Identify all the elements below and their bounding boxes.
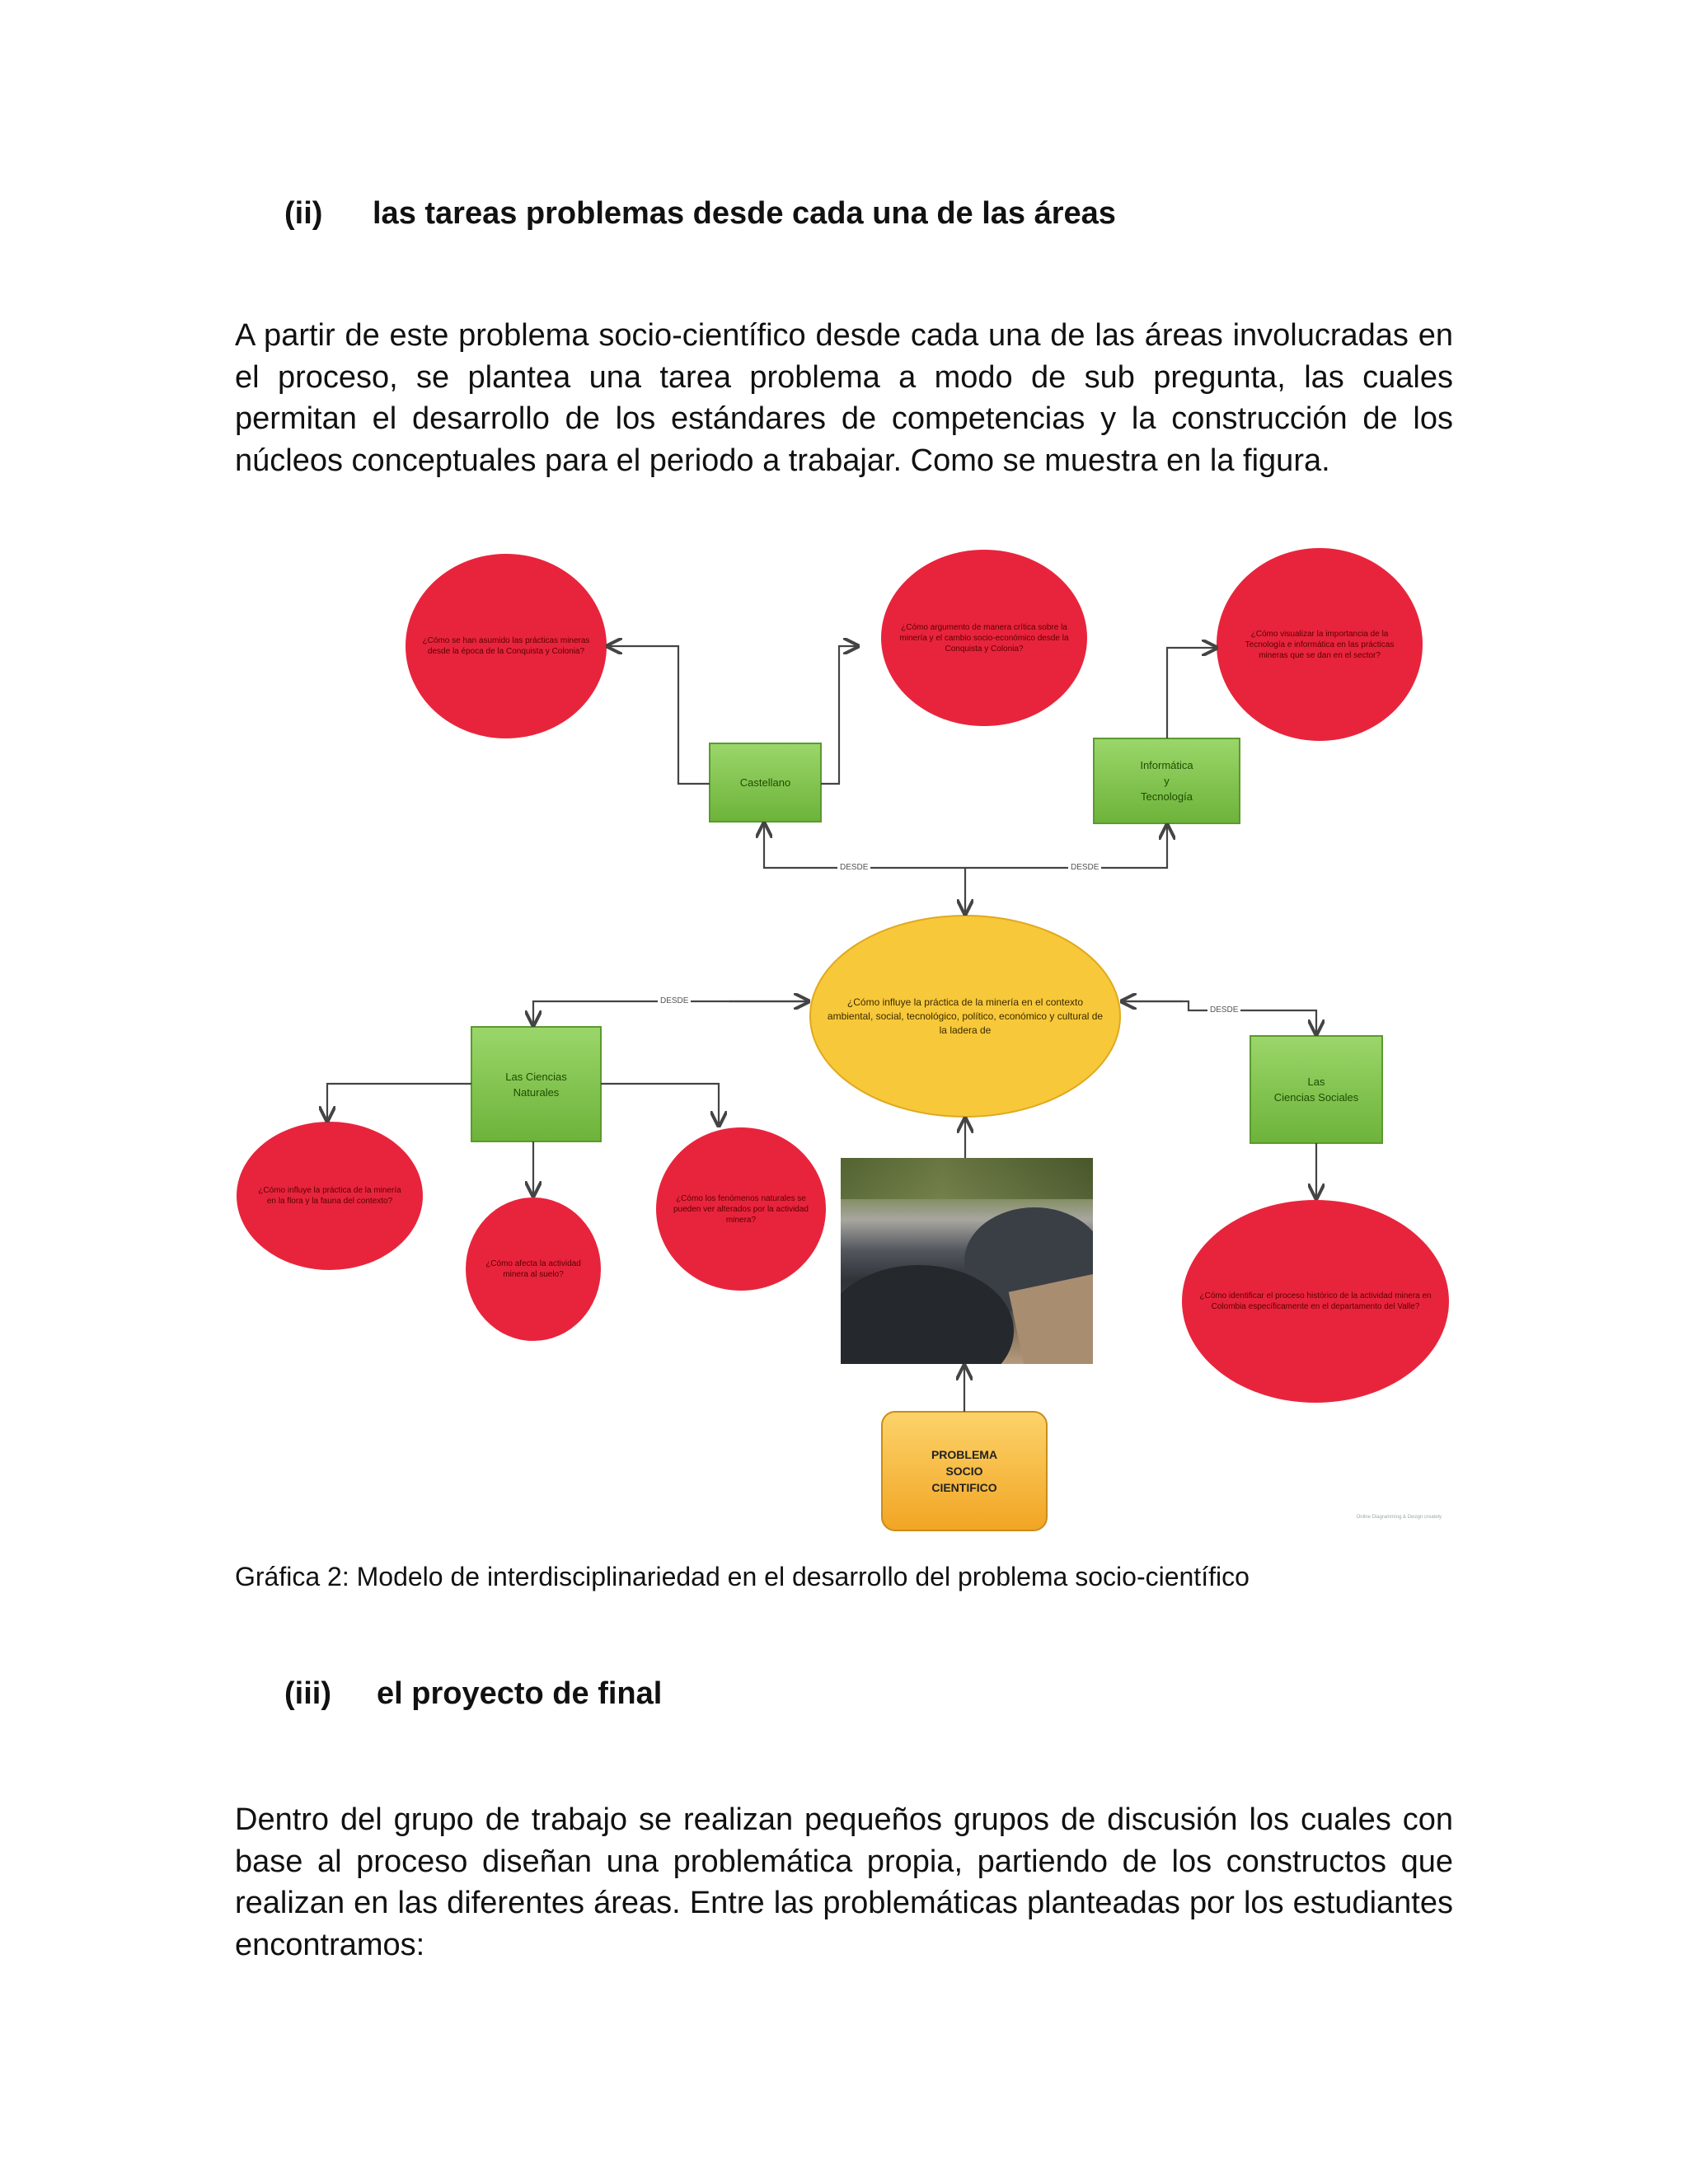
question-text-naturales-3: ¿Cómo los fenómenos naturales se pueden …	[656, 1160, 826, 1258]
connector-label-desde-1: DESDE	[837, 863, 870, 873]
question-text-sociales-1: ¿Cómo identificar el proceso histórico d…	[1182, 1244, 1449, 1358]
figure-caption: Gráfica 2: Modelo de interdisciplinaried…	[235, 1560, 1250, 1593]
concept-map-figure: ¿Cómo se han asumido las prácticas miner…	[235, 544, 1453, 1541]
area-label-naturales: Las Ciencias Naturales	[471, 1027, 601, 1141]
connector-label-desde-2: DESDE	[1068, 863, 1101, 873]
section-ii-title: las tareas problemas desde cada una de l…	[373, 195, 1116, 232]
problem-box-label: PROBLEMA SOCIO CIENTIFICO	[882, 1412, 1047, 1530]
question-text-castellano-2: ¿Cómo argumento de manera crítica sobre …	[881, 577, 1087, 699]
area-label-sociales: Las Ciencias Sociales	[1250, 1036, 1382, 1143]
arrow-naturales-q1	[327, 1084, 471, 1121]
connector-label-desde-3: DESDE	[658, 996, 691, 1006]
arrow-to-castellano	[764, 823, 965, 868]
arrow-to-informatica	[965, 825, 1167, 868]
section-iii-number: (iii)	[284, 1675, 331, 1712]
section-iii-heading: (iii) el proyecto de final	[284, 1675, 1273, 1712]
connector-label-desde-4: DESDE	[1207, 1005, 1240, 1015]
question-text-castellano-1: ¿Cómo se han asumido las prácticas miner…	[406, 585, 607, 707]
question-text-naturales-2: ¿Cómo afecta la actividad minera al suel…	[466, 1220, 601, 1319]
arrow-castellano-q1	[607, 646, 710, 784]
section-ii-number: (ii)	[284, 195, 322, 232]
central-question-text: ¿Cómo influye la práctica de la minería …	[810, 958, 1120, 1074]
section-iii-title: el proyecto de final	[377, 1675, 662, 1712]
paragraph-intro: A partir de este problema socio-científi…	[235, 315, 1453, 481]
creately-watermark: Online Diagramming & Design creately	[1357, 1515, 1442, 1520]
arrow-castellano-q2	[821, 646, 858, 784]
area-label-informatica: Informática y Tecnología	[1094, 738, 1240, 823]
mining-photo	[841, 1158, 1093, 1364]
paragraph-final-project: Dentro del grupo de trabajo se realizan …	[235, 1799, 1453, 1966]
arrow-naturales-q3	[601, 1084, 719, 1126]
question-text-informatica-1: ¿Cómo visualizar la importancia de la Te…	[1217, 583, 1423, 705]
question-text-naturales-1: ¿Cómo influye la práctica de la minería …	[237, 1146, 423, 1245]
area-label-castellano: Castellano	[710, 743, 821, 822]
section-ii-heading: (ii) las tareas problemas desde cada una…	[284, 195, 1273, 232]
arrow-informatica-q1	[1167, 648, 1217, 738]
